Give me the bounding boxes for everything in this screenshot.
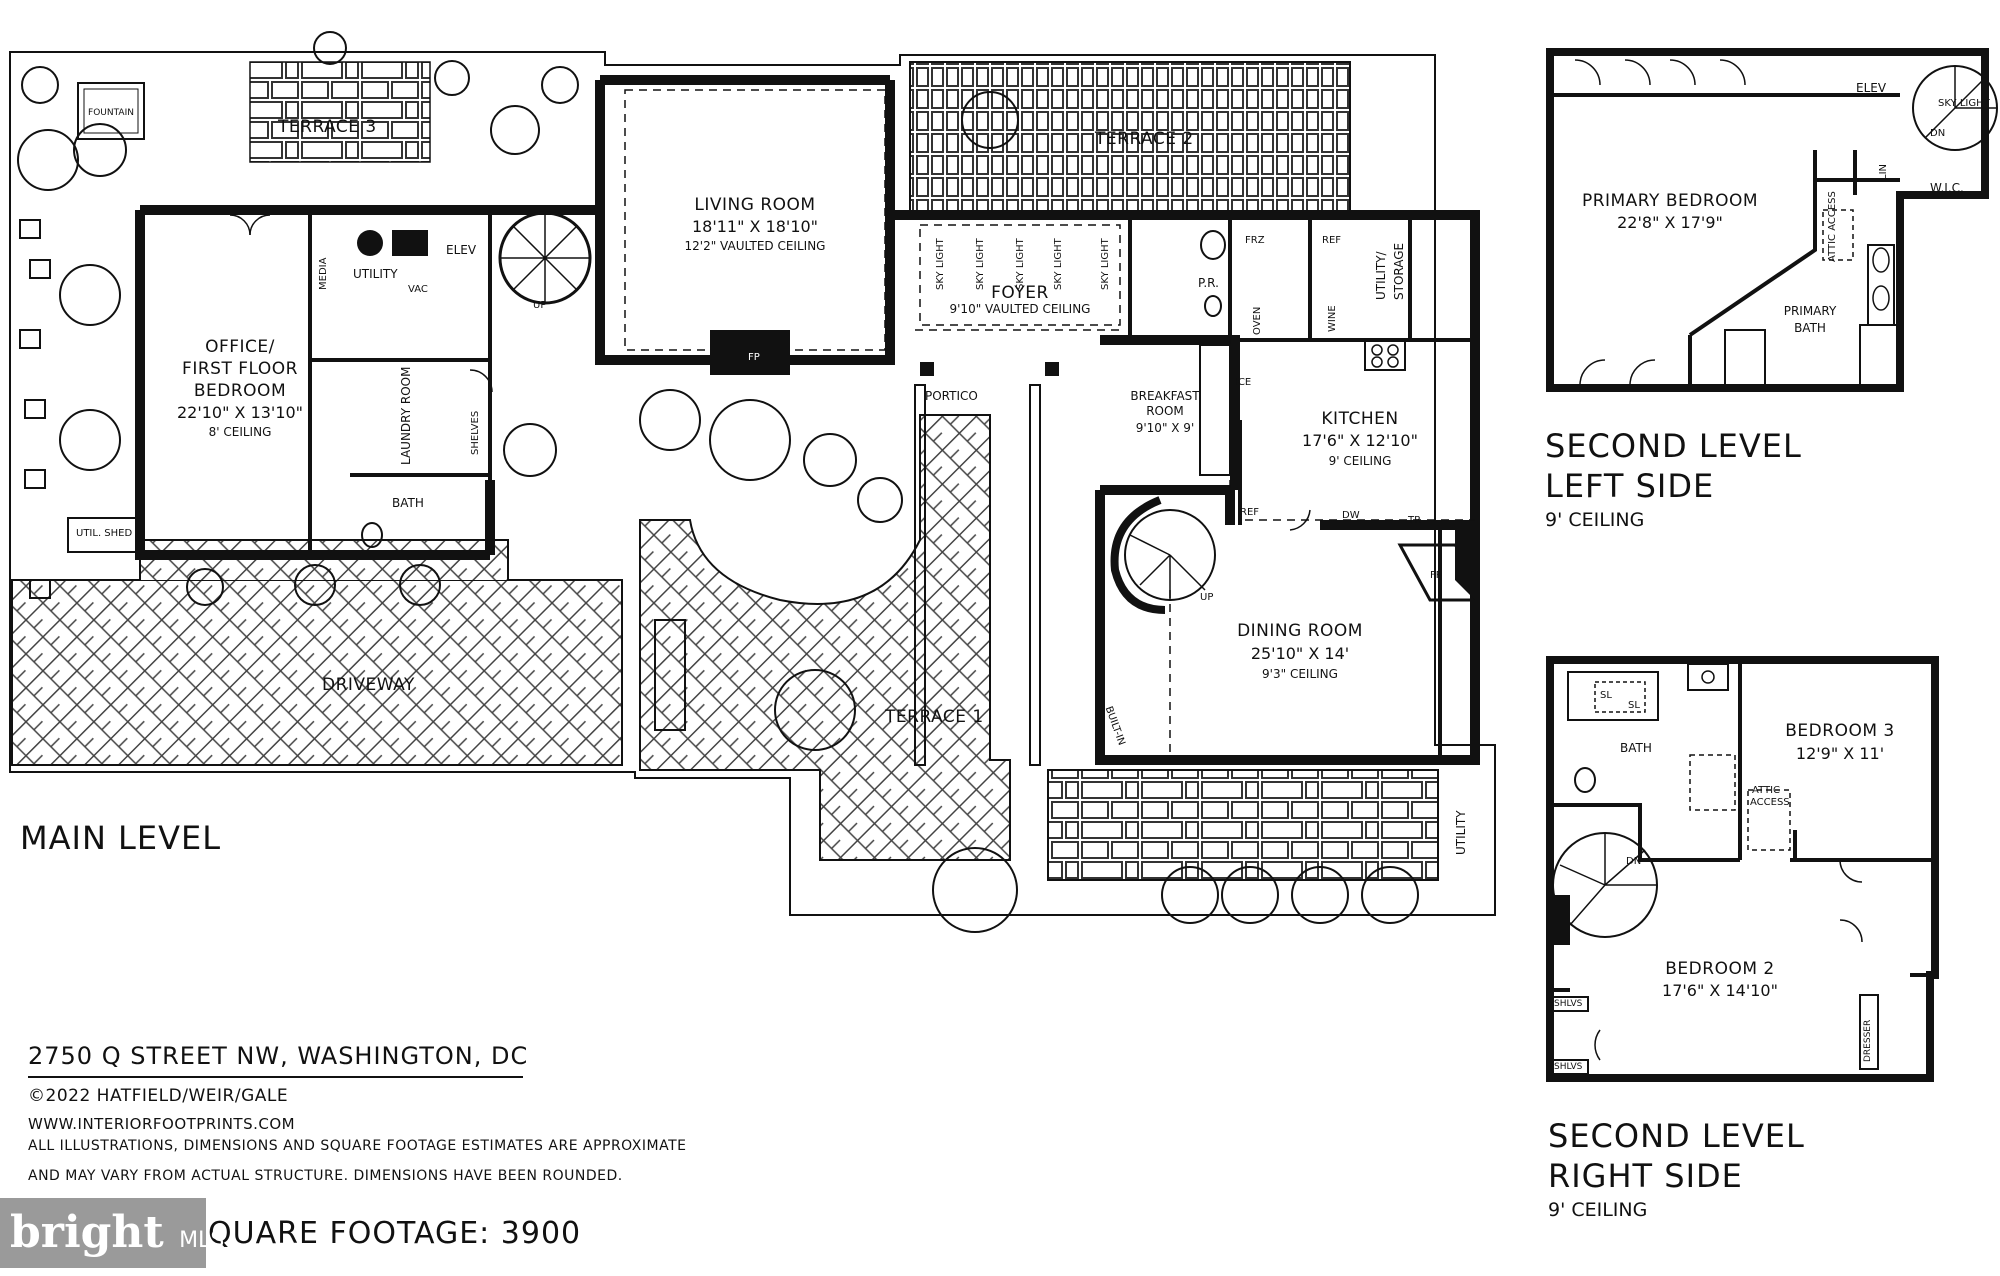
terrace-3-label: TERRACE 3 <box>278 117 377 137</box>
skylight-3: SKY LIGHT <box>1015 238 1026 290</box>
ref-label: REF <box>1322 235 1342 246</box>
terrace-1-label: TERRACE 1 <box>885 707 984 727</box>
ice-label: ICE <box>1235 377 1252 388</box>
kitchen-dimensions: 17'6" X 12'10" <box>1302 431 1418 450</box>
dining-room-ceiling: 9'3" CEILING <box>1262 667 1338 681</box>
ref-kitchen-label: REF <box>1240 507 1260 518</box>
foyer-ceiling: 9'10" VAULTED CEILING <box>949 302 1091 316</box>
stair-down-upper-label: DN <box>1930 128 1946 139</box>
skylight-1: SKY LIGHT <box>935 238 946 290</box>
utility-label: UTILITY <box>353 267 398 281</box>
shelves-upper-label: SHLVS <box>1554 999 1583 1009</box>
vac-label: VAC <box>408 284 428 295</box>
elev-upper-label: ELEV <box>1856 81 1887 95</box>
main-level-plan <box>9 31 1496 933</box>
primary-bedroom-name: PRIMARY BEDROOM <box>1581 191 1759 211</box>
walk-in-closet-label: W.I.C. <box>1930 181 1964 195</box>
second-level-left-plan <box>1546 48 1998 392</box>
property-address: 2750 Q STREET NW, WASHINGTON, DC <box>28 1042 527 1078</box>
skylight-bath-1: SL <box>1600 690 1612 701</box>
driveway-label: DRIVEWAY <box>322 675 415 695</box>
copyright-text: ©2022 HATFIELD/WEIR/GALE <box>28 1086 289 1106</box>
living-room-dimensions: 18'11" X 18'10" <box>691 217 819 236</box>
disclaimer-line1: ALL ILLUSTRATIONS, DIMENSIONS AND SQUARE… <box>28 1138 687 1154</box>
linen-label: LIN <box>1878 163 1889 180</box>
kitchen-ceiling: 9' CEILING <box>1328 454 1392 468</box>
freezer-label: FRZ <box>1245 235 1265 246</box>
powder-room-label: P.R. <box>1198 276 1219 290</box>
dishwasher-label: DW <box>1342 510 1360 521</box>
shelves-lower-label: SHLVS <box>1554 1062 1583 1072</box>
second-level-left-title-1: SECOND LEVEL <box>1545 427 1802 465</box>
attic-access-right-line2: ACCESS <box>1750 797 1790 808</box>
second-level-right-title-2: RIGHT SIDE <box>1548 1157 1743 1195</box>
primary-bath-line1: PRIMARY <box>1783 304 1837 318</box>
terrace-2-label: TERRACE 2 <box>1095 129 1194 149</box>
living-room-ceiling: 12'2" VAULTED CEILING <box>684 239 826 253</box>
second-level-left-ceiling: 9' CEILING <box>1545 509 1645 531</box>
oven-label: OVEN <box>1252 306 1263 335</box>
office-dimensions: 22'10" X 13'10" <box>176 403 304 422</box>
main-level-title: MAIN LEVEL <box>20 819 222 857</box>
utility-bottom-label: UTILITY <box>1454 810 1468 855</box>
utility-storage-line1: UTILITY/ <box>1374 251 1388 300</box>
trash-label: TR <box>1408 515 1422 526</box>
shelves-label: SHELVES <box>470 410 481 455</box>
stair-up-dining-label: UP <box>1200 592 1214 603</box>
skylight-4: SKY LIGHT <box>1053 238 1064 290</box>
breakfast-name-line1: BREAKFAST <box>1130 389 1200 403</box>
office-name-line2: FIRST FLOOR <box>182 359 298 379</box>
laundry-label: LAUNDRY ROOM <box>399 366 413 465</box>
dining-room-name: DINING ROOM <box>1237 621 1363 641</box>
breakfast-name-line2: ROOM <box>1146 404 1184 418</box>
breakfast-dimensions: 9'10" X 9' <box>1135 421 1195 435</box>
bedroom-2-dimensions: 17'6" X 14'10" <box>1662 981 1778 1000</box>
bedroom-3-dimensions: 12'9" X 11' <box>1795 744 1885 763</box>
kitchen-name: KITCHEN <box>1321 409 1399 429</box>
skylight-bath-2: SL <box>1628 700 1640 711</box>
bedroom-3-name: BEDROOM 3 <box>1785 721 1895 741</box>
bath-upper-label: BATH <box>1620 741 1652 755</box>
attic-access-upper-label: ATTIC ACCESS <box>1827 191 1838 262</box>
disclaimer-line2: AND MAY VARY FROM ACTUAL STRUCTURE. DIME… <box>28 1168 623 1184</box>
website-text: WWW.INTERIORFOOTPRINTS.COM <box>28 1115 296 1133</box>
dining-room-dimensions: 25'10" X 14' <box>1250 644 1350 663</box>
square-footage: SQUARE FOOTAGE: 3900 <box>188 1216 582 1251</box>
office-name-line1: OFFICE/ <box>205 337 275 357</box>
attic-access-right-line1: ATTIC <box>1752 785 1781 796</box>
media-label: MEDIA <box>318 257 329 290</box>
bath-label: BATH <box>392 496 424 510</box>
primary-bath-line2: BATH <box>1794 321 1826 335</box>
fountain-label: FOUNTAIN <box>88 108 134 118</box>
elev-label: ELEV <box>446 243 477 257</box>
utility-storage-line2: STORAGE <box>1392 242 1406 300</box>
skylight-upper-label: SKY LIGHT <box>1938 98 1990 109</box>
second-level-right-title-1: SECOND LEVEL <box>1548 1117 1805 1155</box>
dresser-label: DRESSER <box>1863 1019 1873 1062</box>
util-shed-label: UTIL. SHED <box>76 528 133 539</box>
fireplace-living-label: FP <box>748 352 760 363</box>
portico-label: PORTICO <box>925 389 978 403</box>
skylight-2: SKY LIGHT <box>975 238 986 290</box>
second-level-left-title-2: LEFT SIDE <box>1545 467 1715 505</box>
stair-down-right-label: DN <box>1626 856 1642 867</box>
foyer-name: FOYER <box>991 283 1049 303</box>
fireplace-dining-label: FP <box>1430 570 1442 581</box>
primary-bedroom-dimensions: 22'8" X 17'9" <box>1617 213 1723 232</box>
logo-suffix: MLS <box>179 1228 225 1253</box>
second-level-right-ceiling: 9' CEILING <box>1548 1199 1648 1221</box>
office-ceiling: 8' CEILING <box>208 425 272 439</box>
logo-word: bright <box>10 1207 164 1258</box>
stair-up-label: UP <box>533 300 547 311</box>
living-room-name: LIVING ROOM <box>694 195 816 215</box>
office-name-line3: BEDROOM <box>193 381 287 401</box>
bright-mls-logo: bright MLS <box>0 1198 224 1268</box>
wine-label: WINE <box>1327 305 1338 332</box>
second-level-right-plan <box>1546 656 1939 1082</box>
bedroom-2-name: BEDROOM 2 <box>1665 959 1775 979</box>
skylight-5: SKY LIGHT <box>1100 238 1111 290</box>
